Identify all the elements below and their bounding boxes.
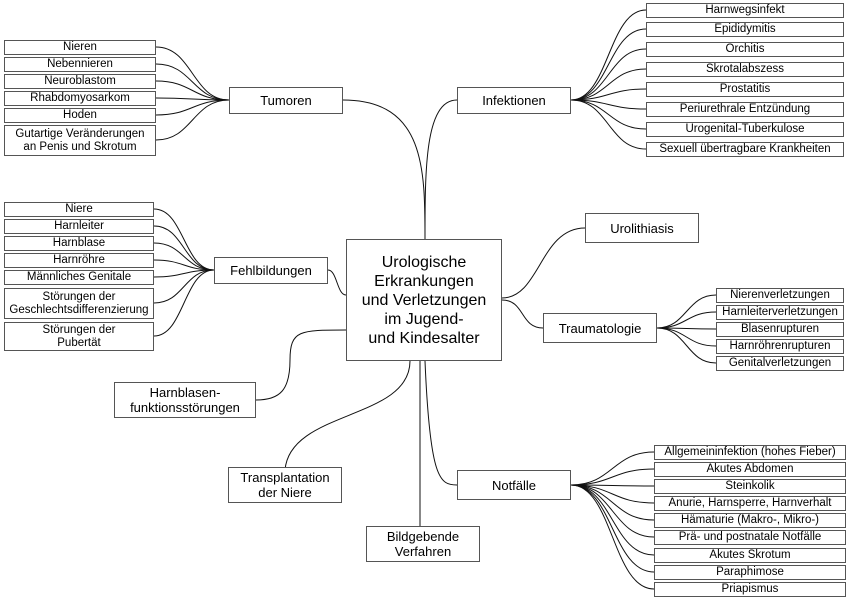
connector-line [570, 484, 655, 590]
leaf-fehlbildungen: Harnleiter [4, 219, 154, 234]
leaf-traumatologie: Harnröhrenrupturen [716, 339, 844, 354]
connector-line [656, 327, 717, 347]
leaf-notfaelle: Akutes Abdomen [654, 462, 846, 477]
leaf-fehlbildungen: Harnröhre [4, 253, 154, 268]
connector-line [153, 259, 215, 271]
leaf-notfaelle: Hämaturie (Makro-, Mikro-) [654, 513, 846, 528]
connector-line [570, 99, 647, 130]
connector-line [155, 99, 230, 141]
leaf-infektionen: Periurethrale Entzündung [646, 102, 844, 117]
branch-urolithiasis: Urolithiasis [585, 213, 699, 243]
leaf-notfaelle: Allgemeininfektion (hohes Fieber) [654, 445, 846, 460]
leaf-infektionen: Sexuell übertragbare Krankheiten [646, 142, 844, 157]
leaf-tumoren: Neuroblastom [4, 74, 156, 89]
leaf-fehlbildungen: Harnblase [4, 236, 154, 251]
branch-transplantation: Transplantation der Niere [228, 467, 342, 503]
connector-line [153, 269, 215, 337]
connector-line [570, 48, 647, 101]
leaf-infektionen: Skrotalabszess [646, 62, 844, 77]
branch-harnblasenfunktionsstoerungen: Harnblasen- funktionsstörungen [114, 382, 256, 418]
connector-line [424, 360, 458, 486]
connector-line [424, 99, 458, 240]
leaf-fehlbildungen: Niere [4, 202, 154, 217]
leaf-traumatologie: Nierenverletzungen [716, 288, 844, 303]
connector-line [570, 468, 655, 486]
connector-line [656, 327, 717, 364]
connector-line [570, 99, 647, 150]
branch-traumatologie: Traumatologie [543, 313, 657, 343]
connector-line [570, 451, 655, 486]
leaf-notfaelle: Steinkolik [654, 479, 846, 494]
leaf-traumatologie: Harnleiterverletzungen [716, 305, 844, 320]
connector-line [501, 299, 544, 329]
leaf-traumatologie: Blasenrupturen [716, 322, 844, 337]
leaf-tumoren: Nebennieren [4, 57, 156, 72]
leaf-fehlbildungen: Männliches Genitale [4, 270, 154, 285]
leaf-notfaelle: Paraphimose [654, 565, 846, 580]
leaf-notfaelle: Akutes Skrotum [654, 548, 846, 563]
branch-infektionen: Infektionen [457, 87, 571, 114]
connector-line [155, 80, 230, 101]
connector-line [284, 360, 411, 471]
leaf-infektionen: Epididymitis [646, 22, 844, 37]
leaf-tumoren: Rhabdomyosarkom [4, 91, 156, 106]
connector-line [155, 99, 230, 116]
connector-line [570, 484, 655, 556]
branch-tumoren: Tumoren [229, 87, 343, 114]
connector-line [570, 9, 647, 101]
connector-line [155, 63, 230, 101]
leaf-tumoren: Nieren [4, 40, 156, 55]
leaf-traumatologie: Genitalverletzungen [716, 356, 844, 371]
connector-line [153, 208, 215, 271]
connector-line [155, 46, 230, 101]
leaf-infektionen: Prostatitis [646, 82, 844, 97]
leaf-fehlbildungen: Störungen der Pubertät [4, 322, 154, 351]
leaf-fehlbildungen: Störungen der Geschlechtsdifferenzierung [4, 288, 154, 319]
connector-line [342, 99, 426, 240]
leaf-infektionen: Harnwegsinfekt [646, 3, 844, 18]
connector-line [570, 484, 655, 573]
connector-line [570, 68, 647, 101]
connector-line [153, 225, 215, 271]
leaf-infektionen: Orchitis [646, 42, 844, 57]
connector-line [570, 88, 647, 101]
connector-line [570, 99, 647, 110]
leaf-notfaelle: Priapismus [654, 582, 846, 597]
connector-line [327, 269, 347, 296]
connector-line [501, 227, 586, 299]
branch-fehlbildungen: Fehlbildungen [214, 257, 328, 284]
leaf-notfaelle: Anurie, Harnsperre, Harnverhalt [654, 496, 846, 511]
connector-line [656, 294, 717, 329]
leaf-tumoren: Hoden [4, 108, 156, 123]
leaf-tumoren: Gutartige Veränderungen an Penis und Skr… [4, 125, 156, 156]
connector-line [570, 28, 647, 101]
leaf-infektionen: Urogenital-Tuberkulose [646, 122, 844, 137]
center-topic: Urologische Erkrankungen und Verletzunge… [346, 239, 502, 361]
leaf-notfaelle: Prä- und postnatale Notfälle [654, 530, 846, 545]
branch-bildgebende-verfahren: Bildgebende Verfahren [366, 526, 480, 562]
connector-line [153, 242, 215, 271]
connector-line [153, 269, 215, 304]
connector-line [656, 311, 717, 329]
branch-notfaelle: Notfälle [457, 470, 571, 500]
connector-line [153, 269, 215, 278]
connector-line [255, 329, 347, 401]
